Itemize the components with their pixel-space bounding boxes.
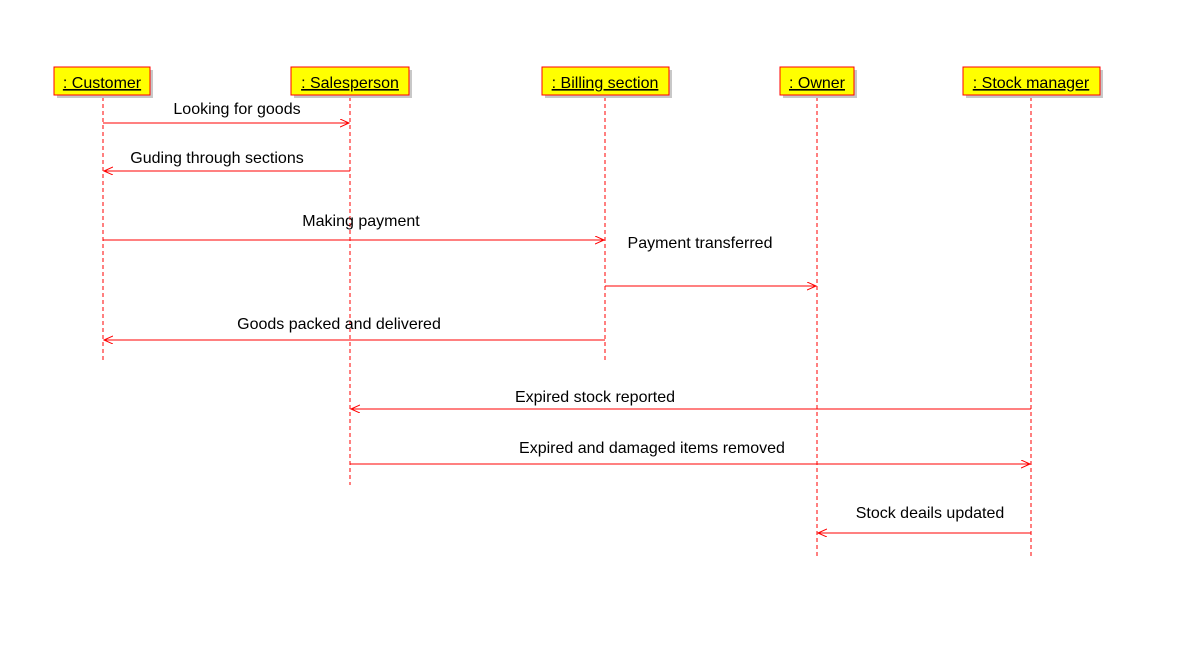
actor-salesperson-label: : Salesperson <box>301 75 399 92</box>
actor-billing-section-label: : Billing section <box>552 75 659 92</box>
message-making-payment[interactable]: Making payment <box>103 213 604 240</box>
actor-owner[interactable]: : Owner <box>779 66 857 98</box>
actor-stock-manager-label: : Stock manager <box>973 75 1090 92</box>
actor-owner-label: : Owner <box>789 75 846 92</box>
actor-billing-section[interactable]: : Billing section <box>541 66 672 98</box>
actor-salesperson[interactable]: : Salesperson <box>290 66 412 98</box>
message-expired-stock-reported[interactable]: Expired stock reported <box>351 389 1031 409</box>
message-label: Goods packed and delivered <box>237 316 441 333</box>
message-label: Looking for goods <box>173 101 300 118</box>
message-expired-and-damaged-items-removed[interactable]: Expired and damaged items removed <box>350 440 1030 464</box>
message-payment-transferred[interactable]: Payment transferred <box>605 235 816 286</box>
actor-customer-label: : Customer <box>63 75 142 92</box>
message-label: Stock deails updated <box>856 505 1005 522</box>
message-label: Expired stock reported <box>515 389 675 406</box>
message-looking-for-goods[interactable]: Looking for goods <box>103 101 349 123</box>
message-label: Expired and damaged items removed <box>519 440 785 457</box>
message-stock-details-updated[interactable]: Stock deails updated <box>818 505 1031 533</box>
message-guiding-through-sections[interactable]: Guding through sections <box>104 150 350 171</box>
actor-stock-manager[interactable]: : Stock manager <box>962 66 1103 98</box>
actor-customer[interactable]: : Customer <box>53 66 153 98</box>
message-label: Guding through sections <box>130 150 303 167</box>
message-label: Payment transferred <box>628 235 773 252</box>
message-label: Making payment <box>302 213 420 230</box>
message-goods-packed-and-delivered[interactable]: Goods packed and delivered <box>104 316 605 340</box>
